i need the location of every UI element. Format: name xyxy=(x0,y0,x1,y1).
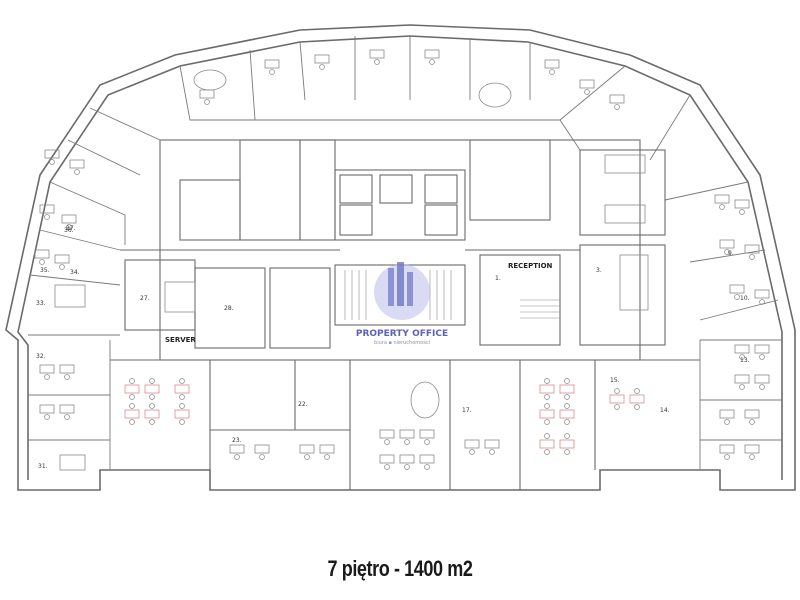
room-label-37: 37. xyxy=(66,225,76,232)
room-label-3: 3. xyxy=(596,267,602,274)
room-label-23: 23. xyxy=(232,437,242,444)
building-outline xyxy=(5,24,796,491)
left-wing-rooms xyxy=(28,107,161,470)
room-label-10: 10. xyxy=(740,295,750,302)
building-core xyxy=(110,139,700,490)
room-label-14: 14. xyxy=(660,407,670,414)
room-label-33: 33. xyxy=(36,300,46,307)
floor-plan: SERVER RECEPTION 31. 32. 33. 34. 35. 36.… xyxy=(5,24,796,491)
room-label-server: SERVER xyxy=(165,336,196,344)
property-office-logo: PROPERTY OFFICE biura ▪ nieruchomości xyxy=(356,262,448,346)
watermark-tagline: biura ▪ nieruchomości xyxy=(374,339,430,346)
floor-caption: 7 piętro - 1400 m2 xyxy=(327,556,473,581)
room-label-22: 22. xyxy=(298,401,308,408)
room-label-15: 15. xyxy=(610,377,620,384)
conference-tables xyxy=(54,69,649,471)
stairs xyxy=(344,270,560,320)
room-label-31: 31. xyxy=(38,463,48,470)
room-label-17: 17. xyxy=(462,407,472,414)
room-labels: SERVER RECEPTION 31. 32. 33. 34. 35. 36.… xyxy=(36,225,750,470)
room-label-36: 36. xyxy=(64,227,74,234)
room-label-32: 32. xyxy=(36,353,46,360)
room-label-35: 35. xyxy=(40,267,50,274)
room-label-1: 1. xyxy=(495,275,501,282)
top-wing-rooms xyxy=(179,36,665,151)
room-label-9: 9. xyxy=(728,250,734,257)
watermark-brand: PROPERTY OFFICE xyxy=(356,329,448,339)
right-wing-rooms xyxy=(649,94,782,470)
room-label-27: 27. xyxy=(140,295,150,302)
room-label-reception: RECEPTION xyxy=(508,262,553,270)
room-label-34: 34. xyxy=(70,269,80,276)
room-label-13: 13. xyxy=(740,357,750,364)
room-label-28: 28. xyxy=(224,305,234,312)
